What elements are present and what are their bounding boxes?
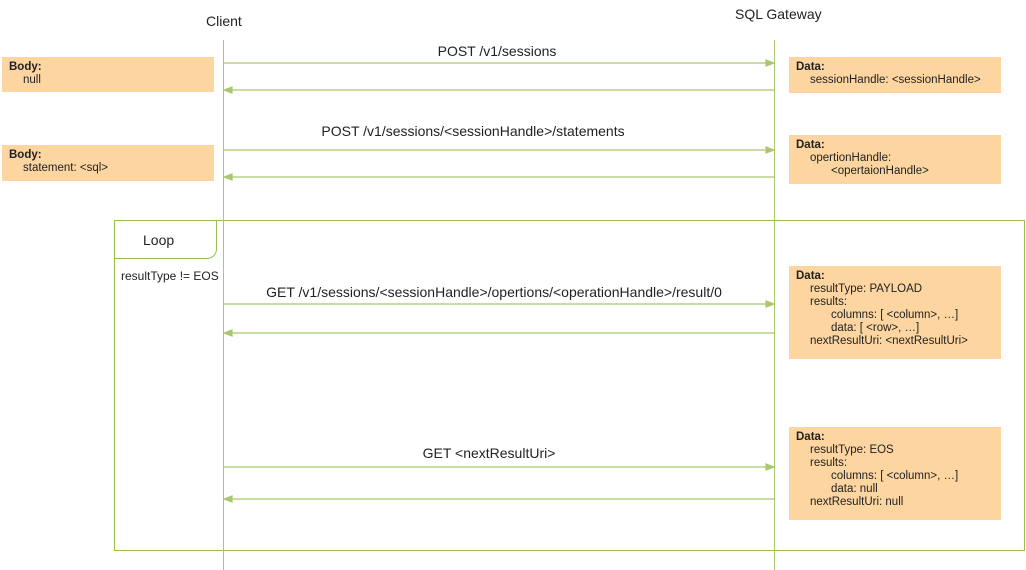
- request-body-note-create-session: Body: null: [2, 57, 214, 92]
- note-line: resultType: PAYLOAD: [810, 283, 923, 295]
- message-label-next-result: GET <nextResultUri>: [422, 445, 556, 461]
- note-title: Data:: [796, 139, 825, 151]
- participant-client: Client: [206, 13, 242, 29]
- message-label-submit-statement: POST /v1/sessions/<sessionHandle>/statem…: [321, 123, 625, 139]
- response-data-note-operation: Data: opertionHandle: <opertaionHandle>: [789, 135, 1001, 184]
- note-line: nextResultUri: <nextResultUri>: [810, 335, 968, 347]
- note-line: sessionHandle: <sessionHandle>: [810, 74, 981, 86]
- loop-label: Loop: [143, 232, 175, 248]
- note-title: Data:: [796, 270, 825, 282]
- loop-frame: Loop resultType != EOS: [114, 220, 1025, 551]
- note-line: null: [23, 74, 41, 86]
- note-title: Body:: [9, 61, 42, 73]
- response-data-note-session: Data: sessionHandle: <sessionHandle>: [789, 57, 1001, 93]
- note-line: columns: [ <column>, …]: [831, 470, 959, 482]
- message-label-create-session: POST /v1/sessions: [437, 43, 557, 59]
- loop-condition: resultType != EOS: [121, 269, 219, 283]
- loop-tab: Loop: [115, 221, 217, 259]
- note-title: Body:: [9, 149, 42, 161]
- note-title: Data:: [796, 431, 825, 443]
- gateway-lifeline: [774, 40, 775, 570]
- note-line: nextResultUri: null: [810, 496, 904, 508]
- note-line: results:: [810, 457, 848, 469]
- note-line: <opertaionHandle>: [831, 165, 929, 177]
- message-label-fetch-result: GET /v1/sessions/<sessionHandle>/opertio…: [266, 284, 722, 300]
- response-data-note-payload: Data: resultType: PAYLOAD results: colum…: [789, 266, 1001, 359]
- note-line: opertionHandle:: [810, 152, 892, 164]
- note-line: data: null: [831, 483, 878, 495]
- note-line: resultType: EOS: [810, 444, 894, 456]
- participant-sql-gateway: SQL Gateway: [735, 6, 822, 22]
- note-line: results:: [810, 296, 848, 308]
- response-data-note-eos: Data: resultType: EOS results: columns: …: [789, 427, 1001, 520]
- note-line: data: [ <row>, …]: [831, 322, 920, 334]
- note-line: statement: <sql>: [23, 162, 109, 174]
- request-body-note-statement: Body: statement: <sql>: [2, 145, 214, 181]
- client-lifeline: [223, 40, 224, 570]
- note-line: columns: [ <column>, …]: [831, 309, 959, 321]
- note-title: Data:: [796, 61, 825, 73]
